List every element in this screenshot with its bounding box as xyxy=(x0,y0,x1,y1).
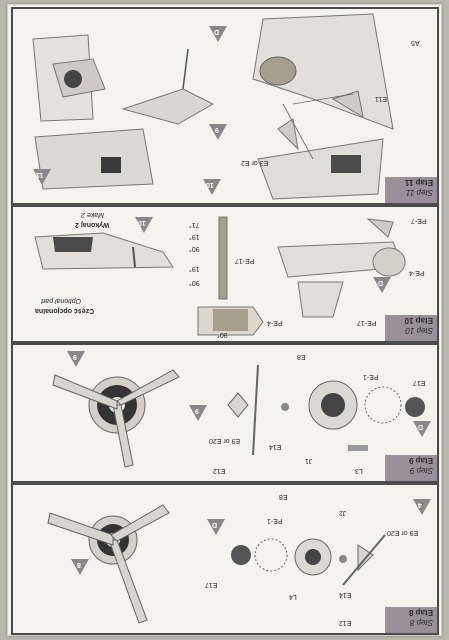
step-10-angle-71: 71° xyxy=(189,221,200,228)
step-10-angle-90b: 90° xyxy=(189,279,200,286)
step-10-title: Etap 10 Step 10 xyxy=(385,315,437,341)
step-10-drawing xyxy=(34,216,406,336)
step-8-panel: 8 D 4 E8 J2 PE-1 E9 or E20 E17 L4 E14 E1… xyxy=(11,483,439,635)
step-8-marker-d xyxy=(207,519,225,535)
step-10-note-pl: Część opcjonalna xyxy=(35,307,95,314)
step-11-marker-11-text: 11 xyxy=(36,171,44,178)
step-9-title-en: Step 9 xyxy=(409,466,433,475)
step-9-label-e12: E12 xyxy=(213,467,226,474)
step-11-label-a5: A5 xyxy=(411,39,420,46)
step-10-do2-en: Make 2 xyxy=(81,211,104,218)
step-10-angle-90c: 90° xyxy=(217,331,228,338)
step-9-marker-9-left xyxy=(67,351,85,367)
step-11-marker-11 xyxy=(33,169,51,185)
step-10-label-pe4-b: PE-4 xyxy=(267,319,283,326)
step-10-note-en: Optional part xyxy=(41,297,82,304)
step-11-marker-9-text: 9 xyxy=(215,126,219,133)
step-11-title-en: Step 11 xyxy=(406,188,433,197)
step-9-label-l3: L3 xyxy=(355,467,363,474)
step-10-angle-90a: 90° xyxy=(189,245,200,252)
step-8-marker-d-text: D xyxy=(212,521,218,528)
step-10-marker-10 xyxy=(135,217,153,233)
step-8-marker-8-text: 8 xyxy=(77,561,81,568)
step-8-label-e17: E17 xyxy=(205,581,218,588)
step-10-label-pe4: PE-4 xyxy=(409,269,425,276)
step-8-marker-4 xyxy=(413,499,431,515)
step-10-title-en: Step 10 xyxy=(405,326,433,335)
step-9-label-e9-or-e20: E9 or E20 xyxy=(209,437,241,444)
step-8-label-e8: E8 xyxy=(279,493,288,500)
step-8-label-l4: L4 xyxy=(289,593,297,600)
step-9-title-pl: Etap 9 xyxy=(408,456,433,465)
step-11-marker-9 xyxy=(209,124,227,140)
step-9-marker-d xyxy=(413,421,431,437)
step-11-label-e3-or-e2: E3 or E2 xyxy=(241,159,269,166)
step-9-title: Etap 9 Step 9 xyxy=(385,455,437,481)
step-11-panel: D 9 10 11 A5 E11 E3 or E2 Etap 11 Step 1… xyxy=(11,7,439,205)
step-8-label-e14: E14 xyxy=(339,591,352,598)
step-8-drawing xyxy=(47,504,386,624)
step-11-title-pl: Etap 11 xyxy=(404,178,433,187)
step-9-marker-9-mid xyxy=(189,405,207,421)
step-11-marker-d-text: D xyxy=(214,28,220,35)
step-10-angle-19b: 19° xyxy=(189,265,200,272)
step-10-do2-pl: Wykonaj 2 xyxy=(75,221,110,228)
step-11-marker-d xyxy=(209,26,227,42)
step-9-label-e8: E8 xyxy=(297,353,306,360)
step-9-panel: 9 9 D E8 PE-1 E17 E9 or E20 E14 J1 L3 E1… xyxy=(11,343,439,483)
step-10-angle-19a: 19° xyxy=(189,233,200,240)
step-10-marker-10-text: 10 xyxy=(138,219,146,226)
step-9-label-e17: E17 xyxy=(413,379,426,386)
step-8-marker-8 xyxy=(71,559,89,575)
step-8-title: Etap 8 Step 8 xyxy=(385,607,437,633)
step-10-marker-d-text: D xyxy=(378,279,384,286)
step-10-label-pe17-b: PE-17 xyxy=(235,257,255,264)
step-8-title-en: Step 8 xyxy=(409,618,433,627)
step-10-label-pe7: PE-7 xyxy=(411,217,427,224)
step-9-marker-9-mid-text: 9 xyxy=(195,407,199,414)
step-9-label-e14: E14 xyxy=(269,443,282,450)
step-8-marker-4-text: 4 xyxy=(418,501,422,508)
step-11-label-e11: E11 xyxy=(375,95,387,102)
step-10-panel: PE-7 PE-4 PE-17 PE-17 PE-4 71° 19° 90° 1… xyxy=(11,205,439,343)
step-10-marker-d xyxy=(373,277,391,293)
step-8-label-e9-or-e20: E9 or E20 xyxy=(387,529,419,536)
step-11-marker-10-text: 10 xyxy=(206,181,214,188)
instruction-sheet: D 9 10 11 A5 E11 E3 or E2 Etap 11 Step 1… xyxy=(7,4,442,636)
step-11-title: Etap 11 Step 11 xyxy=(385,177,437,203)
step-10-title-pl: Etap 10 xyxy=(404,316,433,325)
step-9-marker-d-text: D xyxy=(418,423,424,430)
step-9-drawing xyxy=(52,364,425,468)
step-9-marker-9-left-text: 9 xyxy=(73,353,77,360)
step-9-label-j1: J1 xyxy=(305,457,313,464)
step-11-marker-10 xyxy=(203,179,221,195)
step-8-label-j2: J2 xyxy=(339,509,347,516)
step-8-title-pl: Etap 8 xyxy=(408,608,433,617)
step-8-label-pe1: PE-1 xyxy=(267,517,283,524)
step-10-label-pe17-a: PE-17 xyxy=(357,319,377,326)
step-9-label-pe1: PE-1 xyxy=(363,373,379,380)
step-8-label-e12: E12 xyxy=(339,619,352,626)
